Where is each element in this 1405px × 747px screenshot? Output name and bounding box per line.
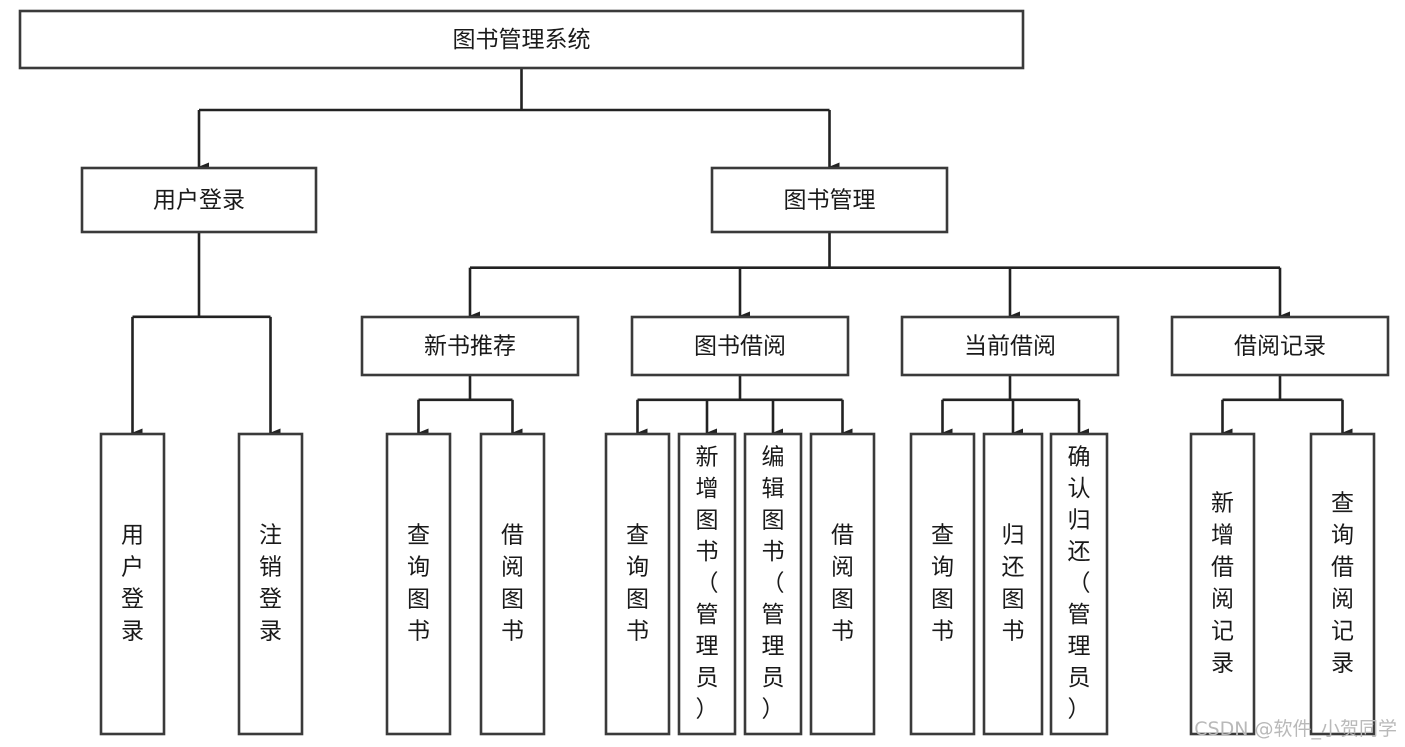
node-label-query-borrow-record: 查询借阅记录 bbox=[1331, 491, 1354, 677]
node-label-borrow-record: 借阅记录 bbox=[1234, 334, 1326, 360]
node-book-management[interactable]: 图书管理 bbox=[710, 166, 949, 234]
node-label-book-management: 图书管理 bbox=[784, 188, 876, 214]
node-label-new-book-recommend: 新书推荐 bbox=[424, 334, 516, 360]
node-user-login-do[interactable]: 用户登录 bbox=[99, 432, 166, 736]
node-label-borrow-book-2: 借阅图书 bbox=[831, 523, 854, 645]
node-query-book-2[interactable]: 查询图书 bbox=[604, 432, 671, 736]
node-add-book-admin[interactable]: 新增图书（管理员） bbox=[677, 432, 737, 736]
node-box-query-book-2 bbox=[604, 432, 671, 736]
node-label-borrow-book-1: 借阅图书 bbox=[501, 523, 524, 645]
csdn-watermark: CSDN @软件_小贺同学 bbox=[1194, 718, 1397, 740]
node-box-user-logout bbox=[237, 432, 304, 736]
node-current-borrow[interactable]: 当前借阅 bbox=[900, 315, 1120, 377]
node-box-query-book-1 bbox=[385, 432, 452, 736]
node-user-login[interactable]: 用户登录 bbox=[80, 166, 318, 234]
node-label-add-book-admin: 新增图书（管理员） bbox=[696, 444, 719, 722]
node-label-user-logout: 注销登录 bbox=[259, 523, 282, 645]
node-borrow-record[interactable]: 借阅记录 bbox=[1170, 315, 1390, 377]
node-layer: 图书管理系统用户登录用户登录注销登录图书管理新书推荐查询图书借阅图书图书借阅查询… bbox=[18, 9, 1390, 736]
node-box-query-book-3 bbox=[909, 432, 976, 736]
node-box-book-borrow bbox=[630, 315, 850, 377]
node-box-add-borrow-record bbox=[1189, 432, 1256, 736]
node-label-book-borrow: 图书借阅 bbox=[694, 334, 786, 360]
node-root[interactable]: 图书管理系统 bbox=[18, 9, 1025, 70]
node-query-borrow-record[interactable]: 查询借阅记录 bbox=[1309, 432, 1376, 736]
node-box-current-borrow bbox=[900, 315, 1120, 377]
node-label-current-borrow: 当前借阅 bbox=[964, 334, 1056, 360]
node-box-user-login bbox=[80, 166, 318, 234]
node-label-root: 图书管理系统 bbox=[453, 27, 591, 53]
node-box-borrow-book-1 bbox=[479, 432, 546, 736]
node-label-confirm-return-admin: 确认归还（管理员） bbox=[1068, 444, 1091, 722]
node-box-borrow-book-2 bbox=[809, 432, 876, 736]
node-box-root bbox=[18, 9, 1025, 70]
node-query-book-1[interactable]: 查询图书 bbox=[385, 432, 452, 736]
node-new-book-recommend[interactable]: 新书推荐 bbox=[360, 315, 580, 377]
node-box-query-borrow-record bbox=[1309, 432, 1376, 736]
connector-layer bbox=[131, 68, 1353, 438]
node-box-confirm-return-admin bbox=[1049, 432, 1109, 736]
node-borrow-book-2[interactable]: 借阅图书 bbox=[809, 432, 876, 736]
node-label-query-book-2: 查询图书 bbox=[626, 523, 649, 645]
node-edit-book-admin[interactable]: 编辑图书（管理员） bbox=[743, 432, 803, 736]
node-add-borrow-record[interactable]: 新增借阅记录 bbox=[1189, 432, 1256, 736]
node-label-user-login-do: 用户登录 bbox=[121, 523, 144, 645]
node-query-book-3[interactable]: 查询图书 bbox=[909, 432, 976, 736]
node-label-query-book-3: 查询图书 bbox=[931, 523, 954, 645]
node-box-new-book-recommend bbox=[360, 315, 580, 377]
node-return-book[interactable]: 归还图书 bbox=[982, 432, 1044, 736]
node-confirm-return-admin[interactable]: 确认归还（管理员） bbox=[1049, 432, 1109, 736]
node-borrow-book-1[interactable]: 借阅图书 bbox=[479, 432, 546, 736]
node-label-user-login: 用户登录 bbox=[153, 188, 245, 214]
node-user-logout[interactable]: 注销登录 bbox=[237, 432, 304, 736]
node-label-return-book: 归还图书 bbox=[1002, 523, 1025, 645]
node-box-borrow-record bbox=[1170, 315, 1390, 377]
node-box-return-book bbox=[982, 432, 1044, 736]
node-box-add-book-admin bbox=[677, 432, 737, 736]
node-box-edit-book-admin bbox=[743, 432, 803, 736]
node-box-book-management bbox=[710, 166, 949, 234]
node-book-borrow[interactable]: 图书借阅 bbox=[630, 315, 850, 377]
node-label-add-borrow-record: 新增借阅记录 bbox=[1211, 491, 1234, 677]
node-label-query-book-1: 查询图书 bbox=[407, 523, 430, 645]
node-label-edit-book-admin: 编辑图书（管理员） bbox=[762, 444, 785, 722]
node-box-user-login-do bbox=[99, 432, 166, 736]
